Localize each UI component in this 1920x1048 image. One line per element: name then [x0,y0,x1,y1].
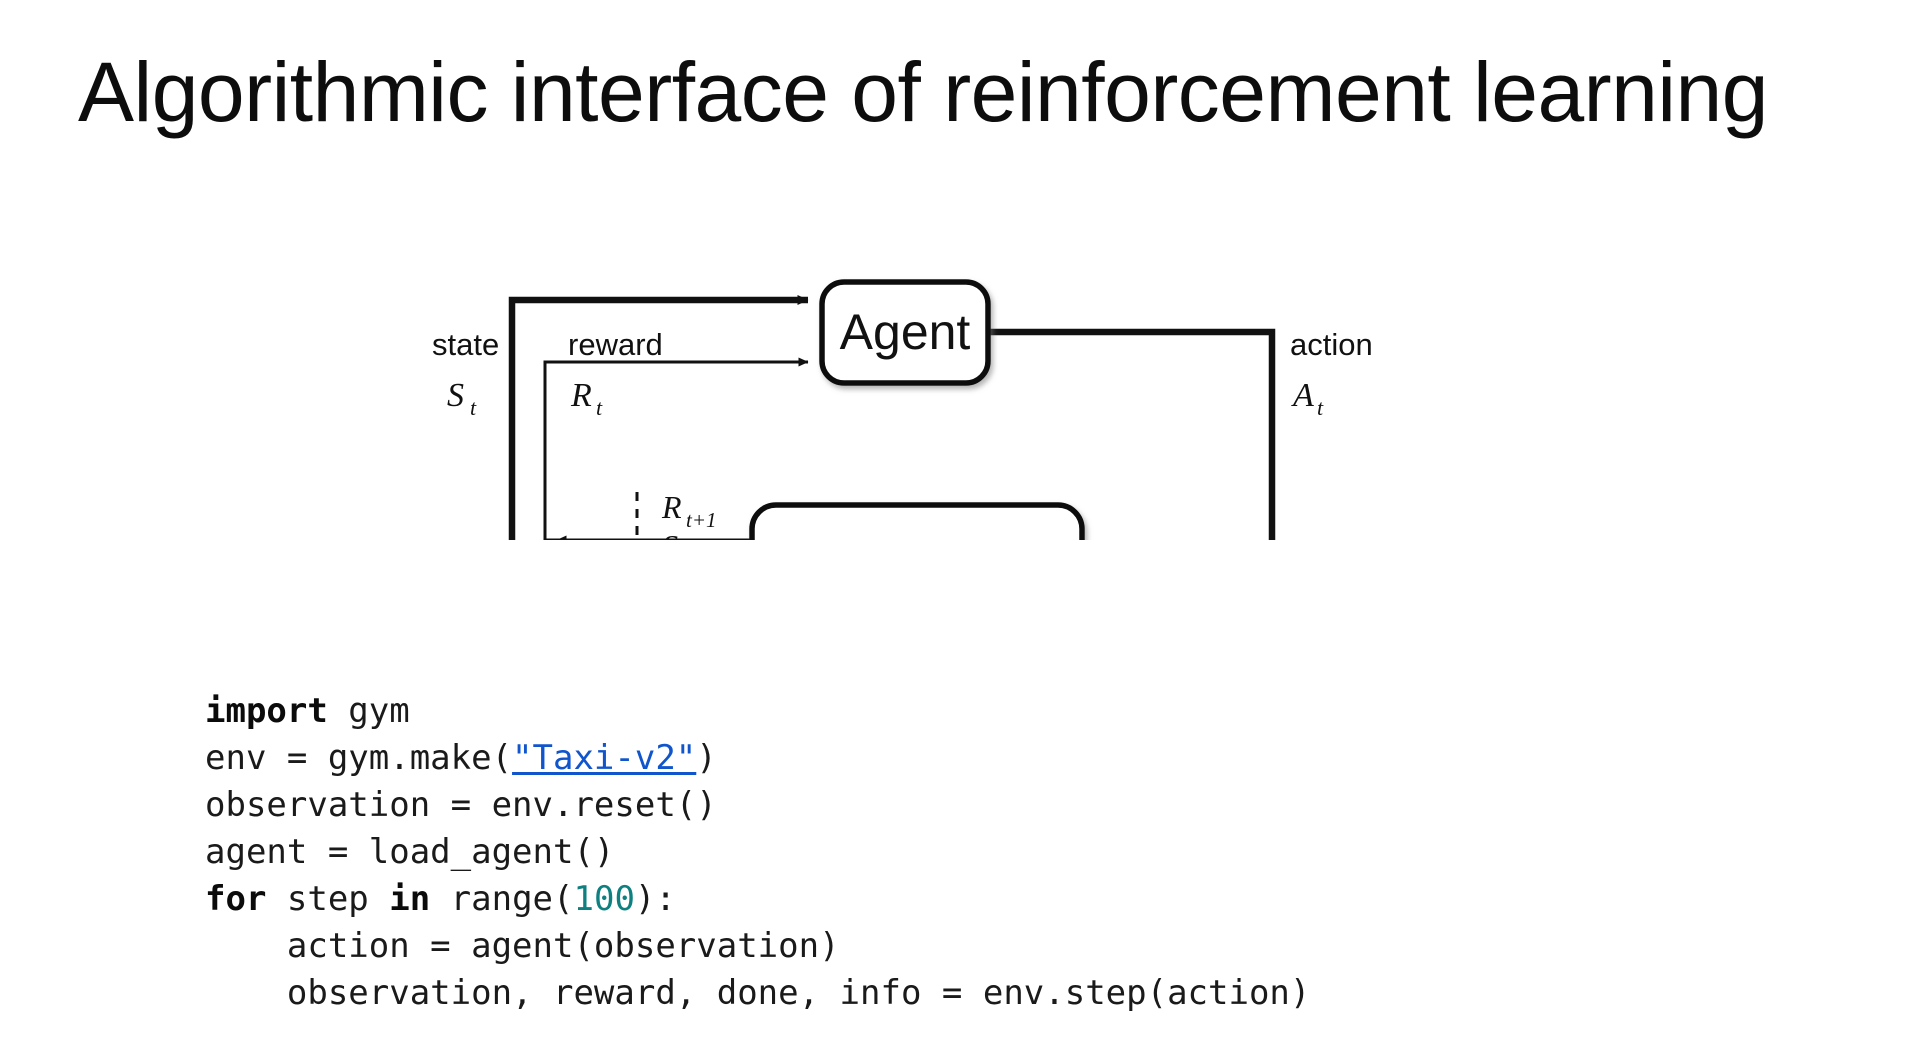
label-action: action A t [1290,327,1373,420]
svg-text:t+1: t+1 [686,508,717,532]
code-line: agent = load_agent() [205,829,1310,876]
svg-text:action: action [1290,327,1373,362]
env-id-link[interactable]: "Taxi-v2" [512,738,697,778]
code-text: observation, reward, done, info = env.st… [205,973,1311,1013]
label-state: state S t [432,327,499,420]
code-line: for step in range(100): [205,876,1310,923]
svg-text:t: t [1317,395,1324,420]
svg-text:t: t [470,395,477,420]
node-agent-label: Agent [840,304,971,360]
node-environment[interactable]: Environment [749,502,1085,540]
code-text: action = agent(observation) [205,926,840,966]
code-text: ) [696,738,717,778]
code-text: gym [327,691,410,731]
svg-text:state: state [432,327,499,362]
node-agent[interactable]: Agent [819,279,991,386]
code-text: ): [634,879,676,919]
svg-text:R: R [570,377,592,414]
page-title: Algorithmic interface of reinforcement l… [78,45,1768,139]
code-line: env = gym.make("Taxi-v2") [205,735,1310,782]
code-line: action = agent(observation) [205,923,1310,970]
label-reward: reward R t [568,327,663,420]
code-keyword: for [205,879,267,919]
edge-reward [543,357,809,540]
label-state-next: S t+1 [662,528,678,540]
code-number: 100 [573,879,635,919]
svg-text:S: S [662,528,678,540]
edge-state [508,295,809,540]
code-keyword: in [389,879,431,919]
code-line: observation, reward, done, info = env.st… [205,970,1311,1017]
svg-text:reward: reward [568,327,663,362]
rl-loop-diagram: Agent Environment state S t reward R t [0,210,1500,540]
edge-action [987,328,1276,540]
svg-text:A: A [1291,377,1314,414]
code-line: observation = env.reset() [205,782,1310,829]
code-text: agent = load_agent() [205,832,615,872]
code-keyword: import [205,691,328,731]
label-reward-next: R t+1 [661,489,717,532]
svg-text:t: t [596,395,603,420]
svg-text:S: S [447,377,464,414]
node-environment-label: Environment [777,533,1058,540]
svg-text:R: R [661,489,682,525]
code-text: step [266,879,390,919]
code-text: env = gym.make( [205,738,513,778]
code-text: range( [430,879,574,919]
code-text: observation = env.reset() [205,785,717,825]
code-line: import gym [205,688,1310,735]
